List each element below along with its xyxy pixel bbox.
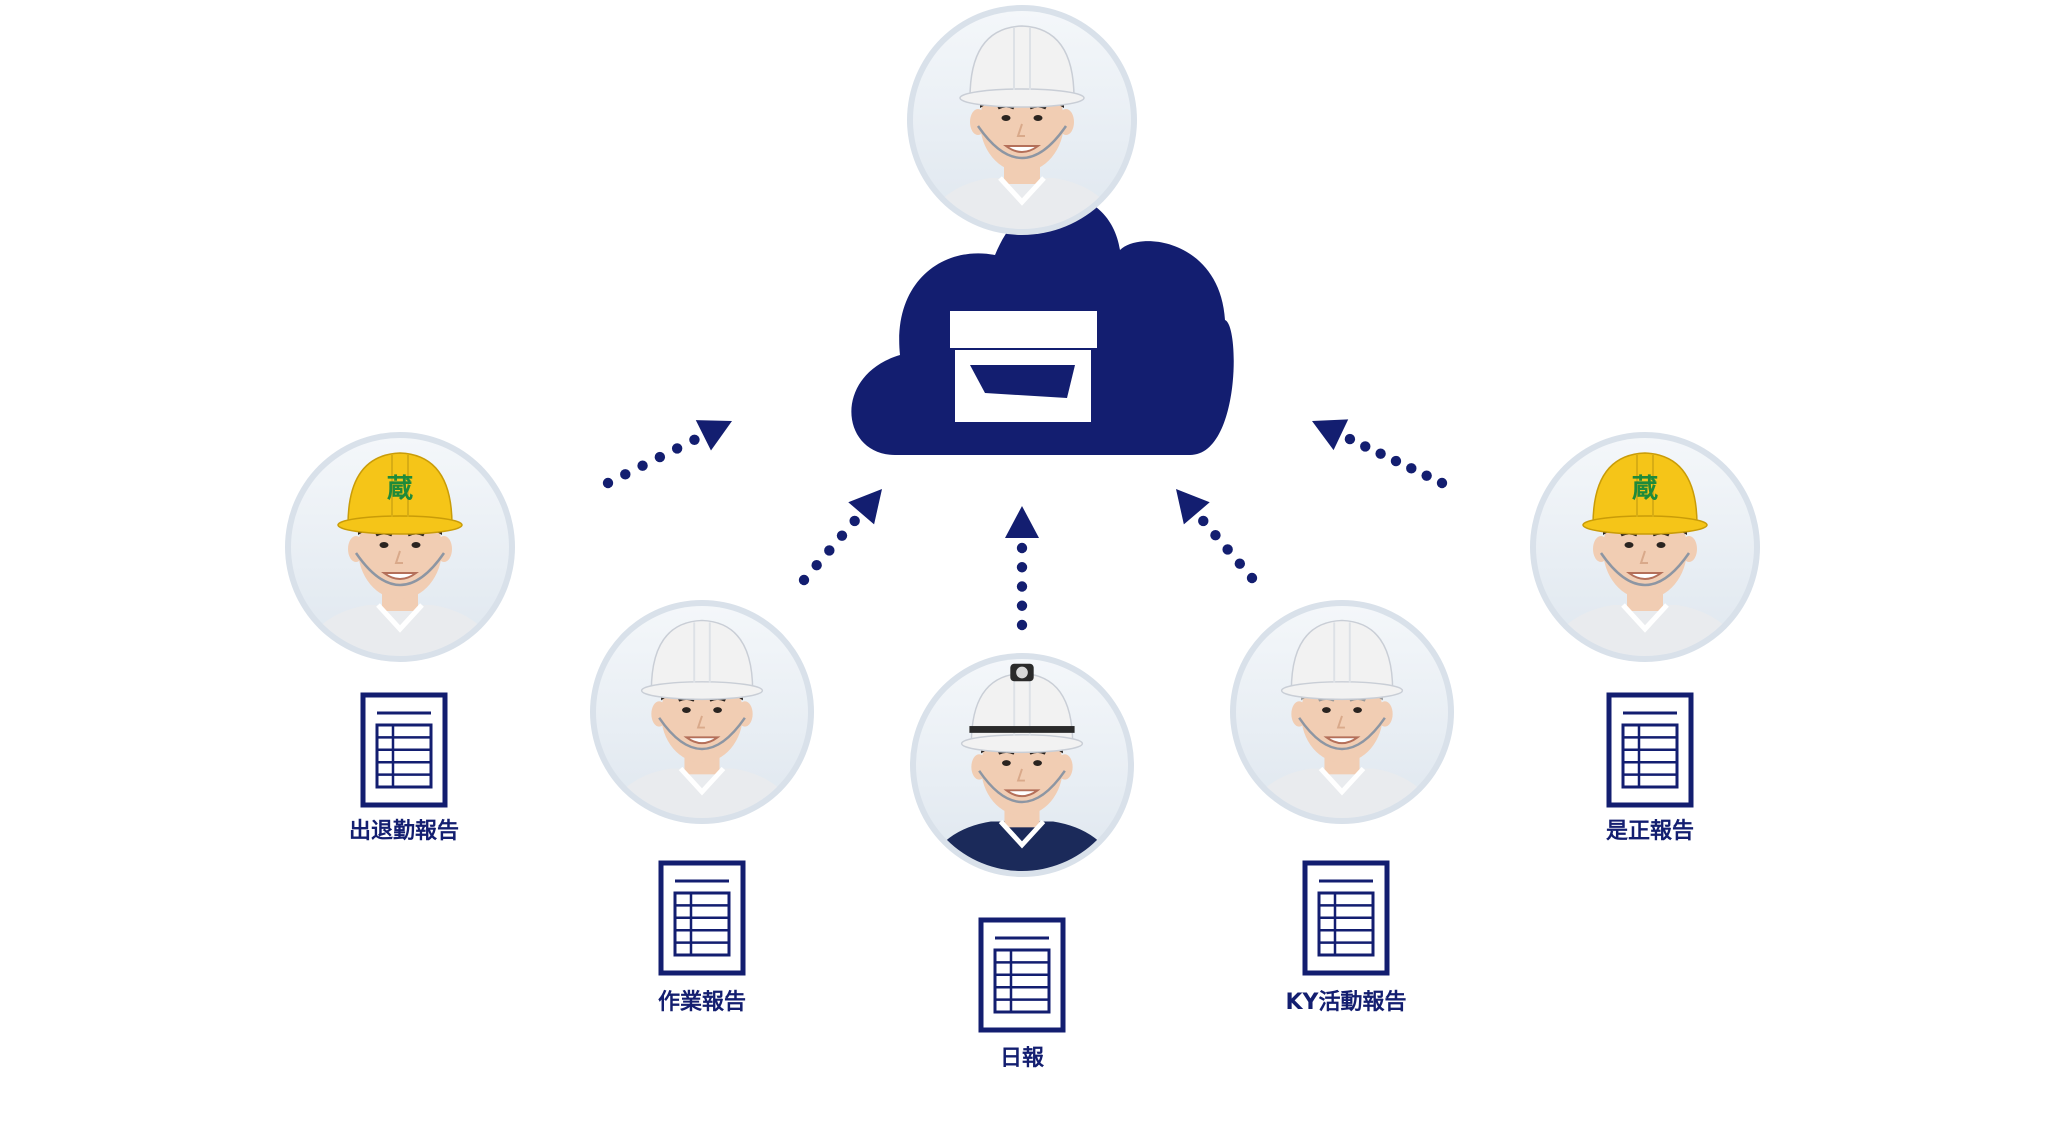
arrow-dot (620, 469, 631, 480)
central-worker-avatar (907, 5, 1137, 235)
arrow-ky (1176, 489, 1258, 584)
report-label-correction: 是正報告 (1606, 818, 1694, 844)
arrow-dot (836, 530, 848, 541)
shoulders (295, 605, 505, 656)
arrow-work (798, 489, 882, 586)
report-document-icon (978, 917, 1066, 1033)
arrow-dot (1406, 463, 1417, 474)
arrow-dot (689, 434, 700, 445)
arrow-dot (671, 443, 683, 454)
arrow-dot (1246, 572, 1258, 584)
shoulders (599, 768, 805, 818)
helmet-logo: 蔵 (1632, 474, 1658, 504)
arrow-dot (1375, 448, 1386, 459)
shoulders (1540, 605, 1750, 656)
report-document-icon (1606, 692, 1694, 808)
worker-avatar-work (590, 600, 814, 824)
report-label-daily: 日報 (1000, 1045, 1045, 1071)
arrow-dot (1016, 581, 1028, 592)
arrow-dot (1344, 433, 1356, 445)
arrow-dot (1016, 600, 1028, 611)
arrow-dot (1390, 455, 1402, 467)
cloud-storage (851, 196, 1234, 455)
arrow-dot (1436, 477, 1448, 489)
arrow-dot (1016, 542, 1028, 554)
helmet-icon (1592, 452, 1698, 526)
arrowhead (848, 489, 882, 525)
arrows (602, 419, 1448, 631)
shoulders (917, 178, 1127, 229)
report-label-attendance: 出退勤報告 (349, 818, 459, 844)
arrow-dot (1016, 562, 1028, 573)
arrow-dot (798, 574, 810, 586)
arrowhead (1176, 489, 1210, 525)
arrow-dot (1016, 619, 1028, 631)
arrowhead (1312, 419, 1349, 451)
arrow-dot (637, 460, 648, 471)
arrow-dot (1210, 530, 1221, 541)
helmet-logo: 蔵 (387, 474, 413, 504)
arrow-dot (1234, 558, 1246, 569)
arrow-dot (654, 451, 666, 463)
worker-avatar-attendance: 蔵 (285, 432, 515, 662)
arrow-dot (1421, 470, 1432, 481)
arrow-attendance (602, 420, 732, 489)
report-document-icon (658, 860, 746, 976)
report-document-icon (360, 692, 448, 808)
report-label-ky: KY活動報告 (1286, 989, 1407, 1015)
report-label-work: 作業報告 (658, 989, 746, 1015)
arrow-dot (1198, 515, 1209, 527)
shoulders (1239, 768, 1445, 818)
arrow-daily (1005, 506, 1039, 631)
helmet-icon (969, 25, 1075, 99)
arrow-dot (1360, 441, 1371, 452)
archive-box-icon (950, 311, 1097, 422)
helmet-icon (347, 452, 453, 526)
worker-avatar-correction: 蔵 (1530, 432, 1760, 662)
arrow-dot (849, 515, 860, 527)
arrowhead (695, 420, 732, 451)
arrow-dot (602, 477, 614, 489)
worker-avatar-ky (1230, 600, 1454, 824)
arrow-dot (1222, 544, 1233, 555)
helmet-icon (650, 619, 754, 692)
arrow-dot (811, 560, 822, 571)
report-document-icon (1302, 860, 1390, 976)
arrowhead (1005, 506, 1039, 538)
shoulders (919, 821, 1125, 871)
helmet-icon (1290, 619, 1394, 692)
arrow-dot (824, 545, 835, 556)
worker-avatar-daily (910, 653, 1134, 877)
arrow-correction (1312, 419, 1448, 489)
